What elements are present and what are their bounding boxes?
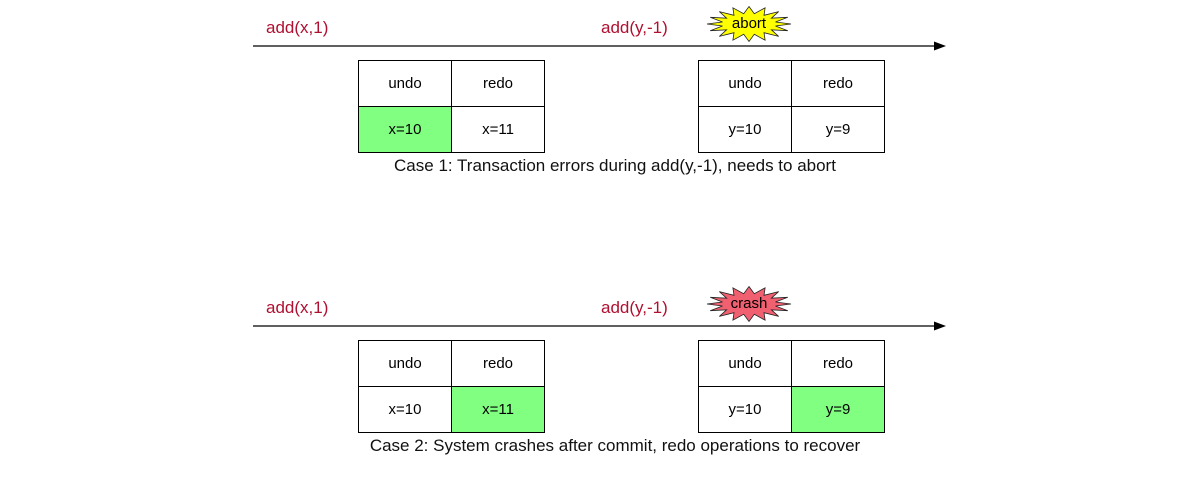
undo-header: undo	[358, 340, 452, 387]
crash-burst: crash	[706, 285, 792, 323]
crash-burst-icon	[706, 285, 792, 323]
timeline-arrow	[253, 41, 946, 51]
redo-value-cell: y=9	[791, 106, 885, 153]
timeline-arrow	[253, 321, 946, 331]
case-2: add(x,1) add(y,-1) crash undo redo x=10 …	[0, 280, 1200, 480]
table-row: undo redo	[358, 60, 545, 107]
table-row: undo redo	[698, 340, 885, 387]
redo-value-cell: x=11	[451, 106, 545, 153]
undo-header: undo	[358, 60, 452, 107]
operation-label-add-x: add(x,1)	[266, 298, 329, 317]
table-row: undo redo	[698, 60, 885, 107]
operation-label-add-y: add(y,-1)	[601, 18, 668, 37]
redo-header: redo	[451, 60, 545, 107]
burst-polygon	[706, 5, 792, 43]
undo-value-cell: x=10	[358, 106, 452, 153]
operation-label-add-y: add(y,-1)	[601, 298, 668, 317]
table-row: x=10 x=11	[358, 106, 545, 153]
case-caption: Case 1: Transaction errors during add(y,…	[394, 156, 836, 175]
crash-label: crash	[730, 295, 768, 312]
undo-value-cell: y=10	[698, 106, 792, 153]
redo-value-cell: x=11	[451, 386, 545, 433]
abort-burst-icon	[706, 5, 792, 43]
log-table-x: undo redo x=10 x=11	[358, 340, 545, 433]
table-row: x=10 x=11	[358, 386, 545, 433]
log-table-x: undo redo x=10 x=11	[358, 60, 545, 153]
log-table-y: undo redo y=10 y=9	[698, 340, 885, 433]
table-row: undo redo	[358, 340, 545, 387]
redo-header: redo	[791, 340, 885, 387]
operation-label-add-x: add(x,1)	[266, 18, 329, 37]
abort-label: abort	[731, 15, 767, 32]
redo-header: redo	[791, 60, 885, 107]
case-1: add(x,1) add(y,-1) abort undo redo x=10 …	[0, 0, 1200, 200]
undo-value-cell: x=10	[358, 386, 452, 433]
redo-header: redo	[451, 340, 545, 387]
case-caption: Case 2: System crashes after commit, red…	[369, 436, 861, 455]
table-row: y=10 y=9	[698, 106, 885, 153]
abort-burst: abort	[706, 5, 792, 43]
undo-header: undo	[698, 340, 792, 387]
burst-polygon	[706, 285, 792, 323]
undo-value-cell: y=10	[698, 386, 792, 433]
table-row: y=10 y=9	[698, 386, 885, 433]
log-table-y: undo redo y=10 y=9	[698, 60, 885, 153]
redo-value-cell: y=9	[791, 386, 885, 433]
undo-header: undo	[698, 60, 792, 107]
